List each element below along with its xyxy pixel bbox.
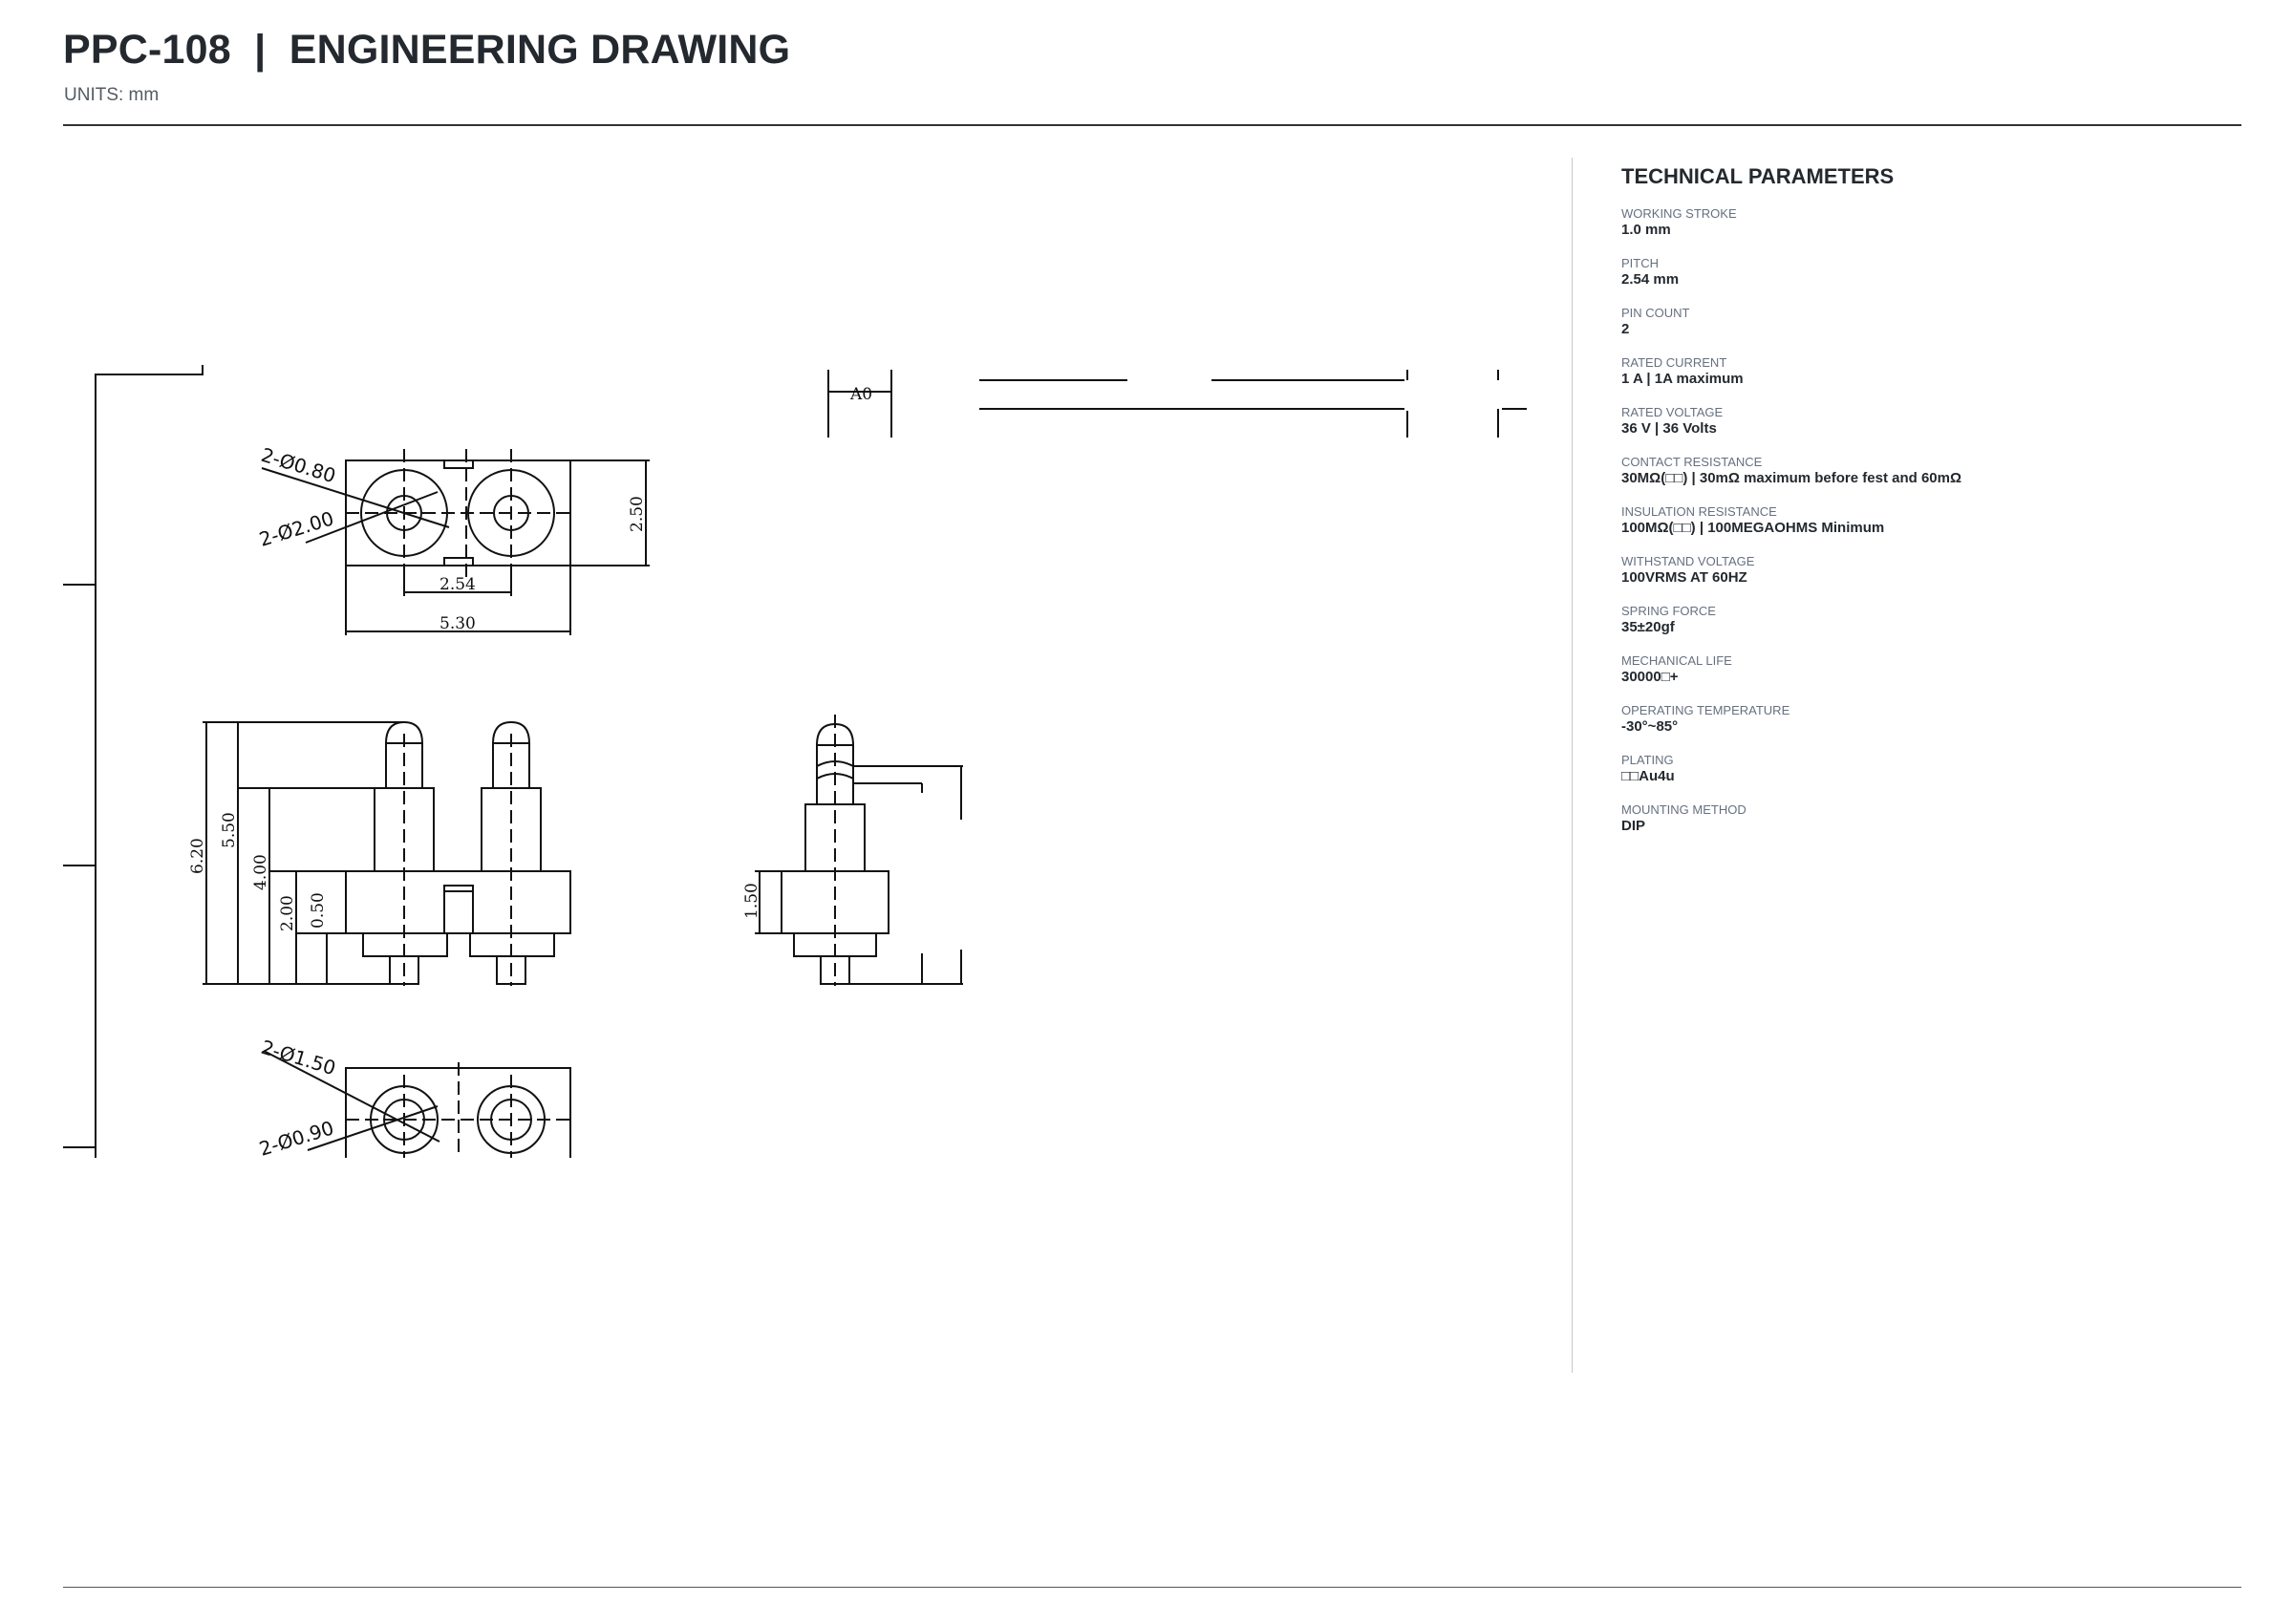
parameter-label: SPRING FORCE [1621,604,1716,618]
dim-height-0-50: 0.50 [309,892,328,929]
dim-hole-large-top: 2-Ø2.00 [256,506,336,550]
parameter-value: □□Au4u [1621,768,1675,784]
panel-divider [1572,158,1573,1373]
frame-ticks [63,584,96,1148]
parameter-label: WITHSTAND VOLTAGE [1621,554,1755,568]
parameter-value: 36 V | 36 Volts [1621,420,1717,437]
parameter-label: OPERATING TEMPERATURE [1621,703,1790,717]
dim-height-5-50: 5.50 [220,812,239,848]
engineering-drawing: 2-Ø0.80 2-Ø2.00 2.54 5.30 2.50 6.20 5.50… [63,365,1527,1161]
parameter-value: 30000□+ [1621,669,1679,685]
dim-height-2-00: 2.00 [278,895,297,931]
dim-body-width: 5.30 [439,614,476,633]
parameter-label: MOUNTING METHOD [1621,802,1747,817]
panel-title: TECHNICAL PARAMETERS [1621,164,1895,188]
dim-hole-inner-bottom: 2-Ø0.90 [256,1116,336,1160]
parameter-value: 2.54 mm [1621,271,1680,288]
dim-hole-outer-bottom: 2-Ø1.50 [259,1036,339,1079]
dim-height-4-00: 4.00 [251,854,270,890]
parameter-label: INSULATION RESISTANCE [1621,504,1777,519]
parameter-value: 1.0 mm [1621,222,1671,238]
parameter-value: DIP [1621,818,1646,834]
parameter-value: 2 [1621,321,1630,337]
header-divider [63,124,2241,126]
parameter-label: RATED CURRENT [1621,355,1727,370]
frame-fragment-top [95,365,204,1158]
bottom-view [263,1050,571,1158]
parameter-item: PLATING□□Au4u [1621,753,2214,785]
page-title: PPC-108 | ENGINEERING DRAWING [63,27,791,73]
parameter-item: OPERATING TEMPERATURE-30°~85° [1621,703,2214,736]
units-label: UNITS: mm [64,85,160,105]
parameter-label: PLATING [1621,753,1674,767]
top-view [261,449,650,635]
dim-side-1-50: 1.50 [742,883,761,919]
parameter-value: -30°~85° [1621,718,1679,735]
fragment-top-right [827,370,1527,438]
dim-pitch: 2.54 [439,575,476,594]
parameter-label: WORKING STROKE [1621,206,1737,221]
parameter-value: 35±20gf [1621,619,1675,635]
front-view [203,720,571,986]
footer-divider [63,1587,2241,1588]
dim-body-depth: 2.50 [628,496,647,532]
parameter-label: MECHANICAL LIFE [1621,653,1732,668]
parameter-label: PITCH [1621,256,1659,270]
parameter-value: 100MΩ(□□) | 100MEGAOHMS Minimum [1621,520,1885,536]
dim-hole-small-top: 2-Ø0.80 [259,443,339,487]
side-view [755,715,963,986]
parameter-value: 1 A | 1A maximum [1621,371,1744,387]
dim-total-height: 6.20 [188,838,207,874]
parameter-value: 30MΩ(□□) | 30mΩ maximum before fest and … [1621,470,1961,486]
dim-ref-a0: A0 [849,385,872,404]
parameter-label: CONTACT RESISTANCE [1621,455,1763,469]
parameter-value: 100VRMS AT 60HZ [1621,569,1747,586]
parameter-label: PIN COUNT [1621,306,1690,320]
parameter-label: RATED VOLTAGE [1621,405,1724,419]
